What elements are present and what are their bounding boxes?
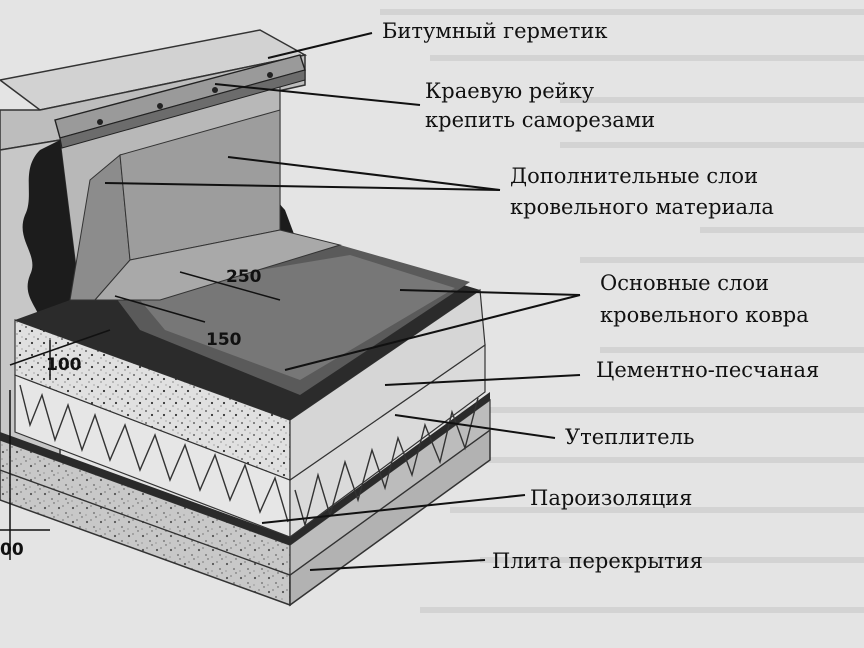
screw-icon [212, 87, 218, 93]
edge-rail [54, 54, 306, 149]
label-cement-screed: Цементно-песчаная [596, 358, 819, 382]
bitumen-sealant-blob [22, 140, 81, 330]
roof-carpet [15, 109, 480, 420]
vapor-barrier [0, 392, 490, 545]
label-main-layers-line1: Основные слои [600, 271, 769, 295]
dimension-150: 150 [206, 330, 242, 350]
screw-icon [157, 103, 163, 109]
dimension-250: 250 [226, 267, 262, 287]
screw-icon [267, 72, 273, 78]
label-insulation: Утеплитель [565, 425, 694, 449]
label-edge-rail-line1: Краевую рейку [425, 79, 595, 103]
label-extra-layers-line1: Дополнительные слои [510, 164, 758, 188]
dimension-lines [0, 271, 281, 560]
label-floor-slab: Плита перекрытия [492, 549, 703, 573]
floor-slab [0, 398, 491, 607]
leader-lines [104, 32, 581, 571]
dimension-left: 00 [0, 540, 24, 560]
label-extra-layers-line2: кровельного материала [510, 195, 774, 219]
insulation-zigzag-side [294, 397, 479, 528]
label-vapor-barrier: Пароизоляция [530, 486, 692, 510]
screw-icon [97, 119, 103, 125]
background-texture [380, 9, 864, 613]
label-bitumen-sealant: Битумный герметик [382, 19, 608, 43]
insulation-zigzag-front [19, 384, 289, 523]
insulation-layer [14, 343, 486, 539]
label-edge-rail-line2: крепить саморезами [425, 108, 655, 132]
label-main-layers-line2: кровельного ковра [600, 303, 809, 327]
dimension-100: 100 [46, 355, 82, 375]
